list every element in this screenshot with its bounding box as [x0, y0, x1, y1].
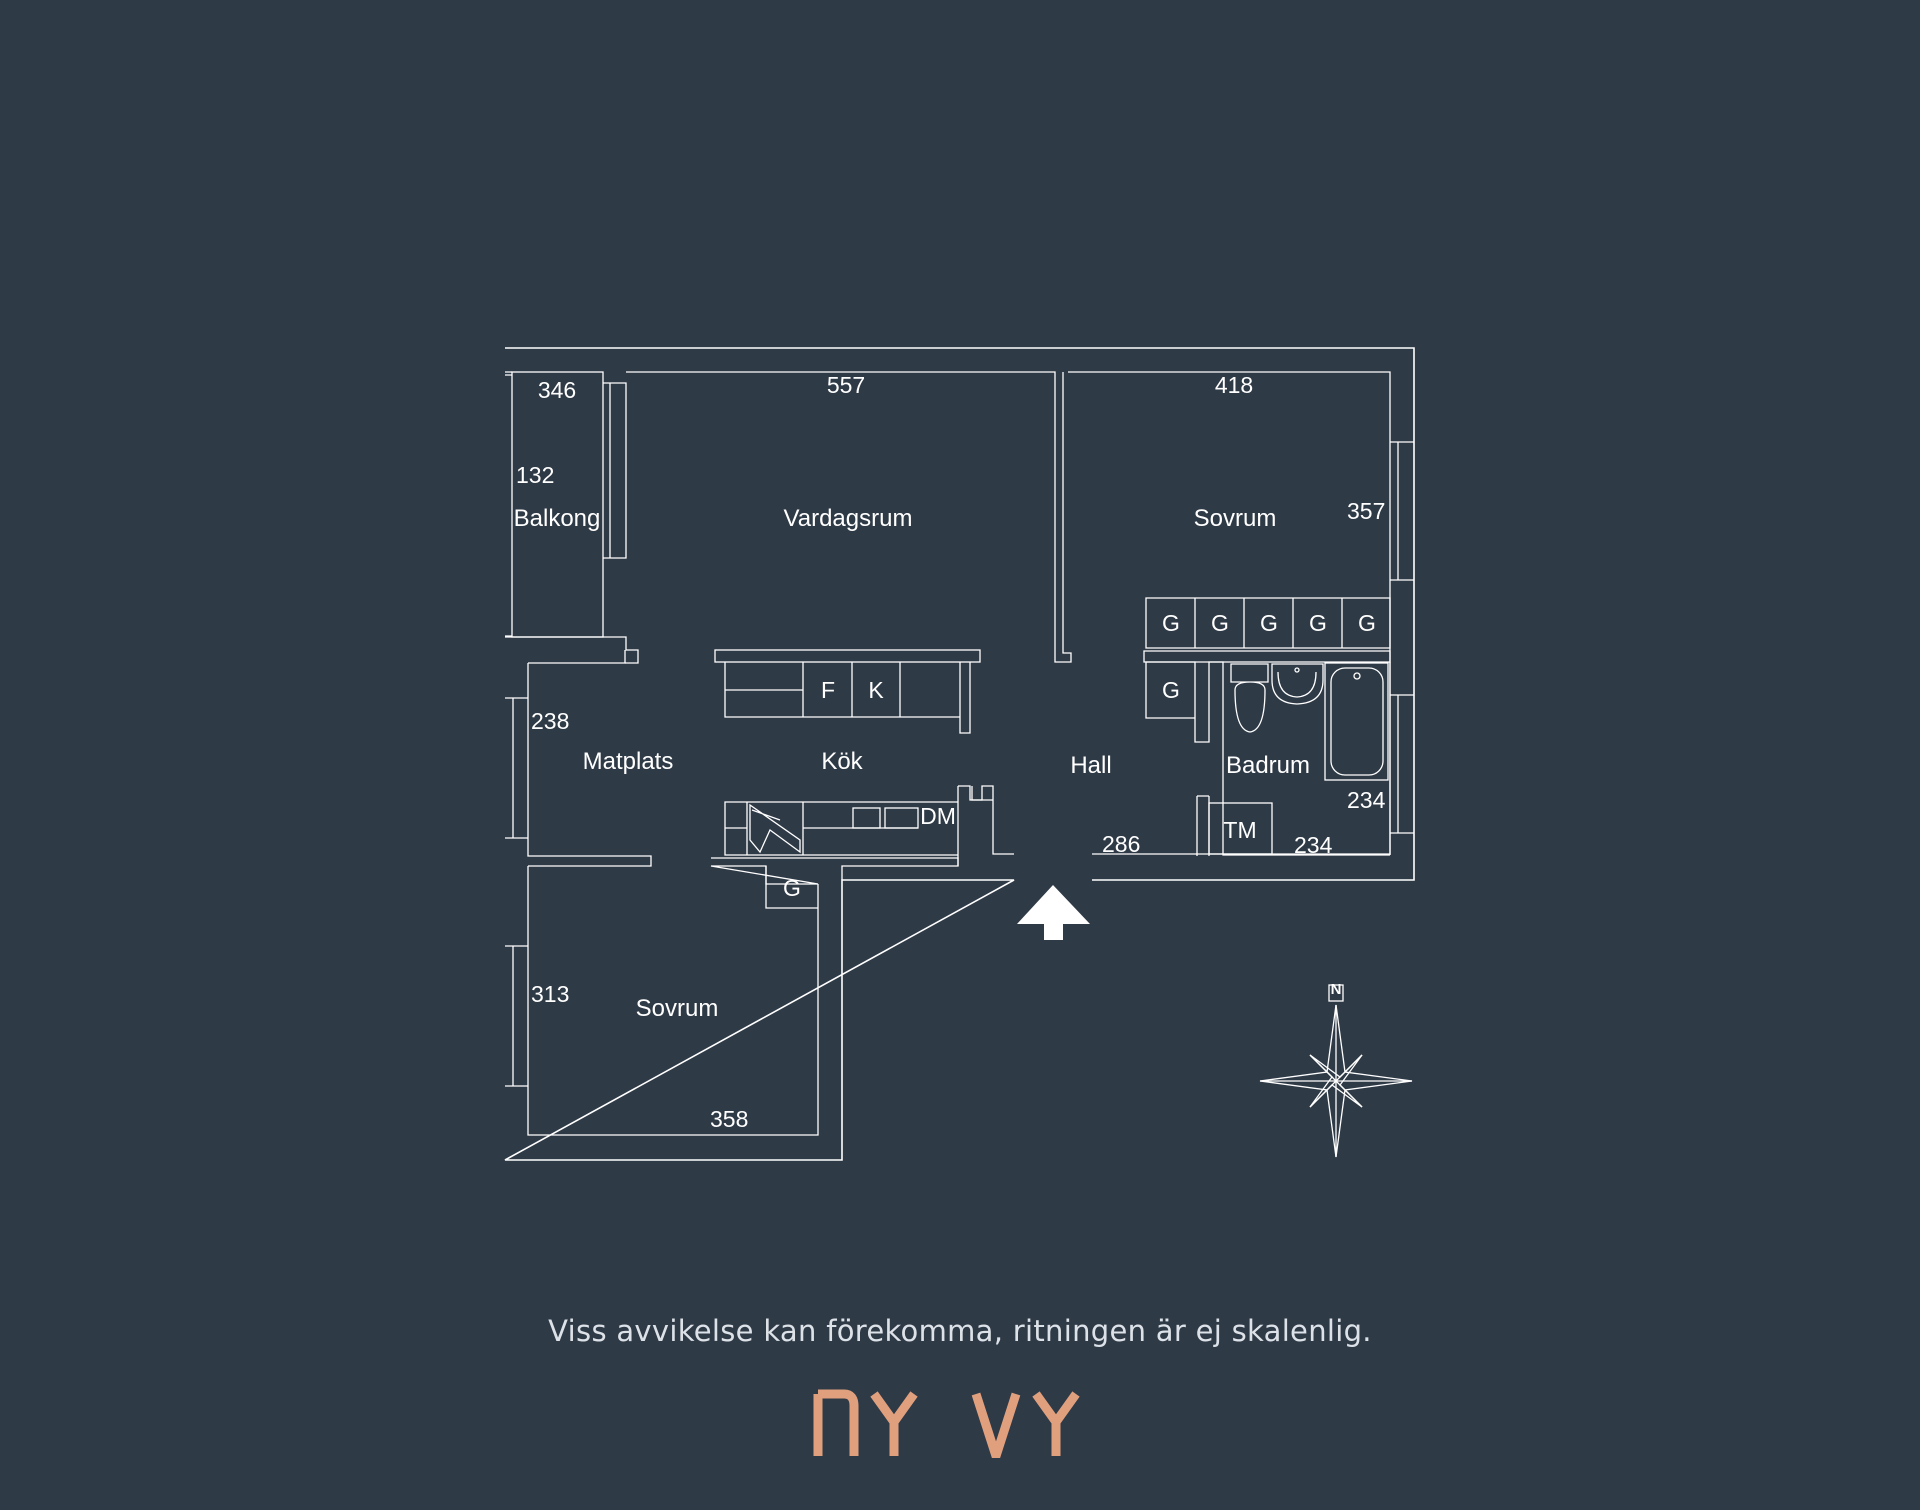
balcony-wall: [505, 371, 639, 664]
compass-icon: [1259, 984, 1413, 1158]
wardrobe-label: G: [783, 875, 801, 901]
wardrobe-label: G: [1309, 610, 1327, 636]
room-label-dining: Matplats: [583, 748, 674, 775]
washer-label: TM: [1223, 817, 1256, 843]
wardrobe-row: [1145, 597, 1391, 649]
washer-box: [1208, 802, 1273, 855]
freezer-label: K: [868, 677, 884, 703]
bedroom-wall: [527, 866, 819, 1136]
kitchen-wall: [958, 785, 993, 801]
toilet-icon: [1230, 663, 1269, 733]
window: [1390, 441, 1414, 581]
room-label-kitchen: Kök: [821, 748, 863, 775]
window: [1390, 694, 1414, 834]
wardrobe-label: G: [1162, 677, 1180, 703]
dimension-label: 238: [531, 708, 569, 734]
kitchen-counter-bottom: [724, 786, 959, 866]
sink-bowl: [852, 807, 881, 829]
stove-icon: [749, 803, 801, 854]
dimension-label: 357: [1347, 498, 1385, 524]
inner-wall: [626, 371, 1072, 663]
room-label-living-room: Vardagsrum: [784, 505, 913, 532]
dimension-label: 234: [1347, 787, 1386, 813]
closet-bedroom: [765, 866, 818, 909]
bathroom-wall: [1208, 661, 1390, 856]
fridge-label: F: [821, 677, 835, 703]
window: [505, 374, 512, 637]
kitchen-counter-top: [724, 662, 971, 734]
dimension-label: 313: [531, 981, 569, 1007]
wardrobe-label: G: [1211, 610, 1229, 636]
dimension-label: 358: [710, 1106, 748, 1132]
wardrobe-label: G: [1358, 610, 1376, 636]
hall-wardrobe: [1145, 661, 1210, 743]
dishwasher-label: DM: [920, 803, 956, 829]
sink-bowl: [884, 807, 919, 829]
wardrobe-label: G: [1260, 610, 1278, 636]
tap-icon: [1294, 667, 1300, 673]
room-label-bedroom-right: Sovrum: [1194, 505, 1277, 532]
bathtub-inner: [1330, 667, 1384, 776]
dimension-label: 346: [538, 377, 576, 403]
dimension-label: 557: [827, 372, 865, 398]
window: [505, 697, 528, 839]
disclaimer-text: Viss avvikelse kan förekomma, ritningen …: [548, 1314, 1372, 1348]
compass-north-label: N: [1331, 981, 1342, 998]
drain-icon: [1353, 672, 1361, 680]
wall-bedroom-hall: [1143, 650, 1391, 663]
wardrobe-label: G: [1162, 610, 1180, 636]
window: [505, 945, 528, 1087]
room-label-balcony: Balkong: [514, 505, 601, 532]
brand-logo: [813, 1389, 1080, 1458]
kitchen-counter-top: [714, 649, 981, 663]
outer-wall: [504, 347, 1415, 1161]
sink-icon: [1271, 663, 1324, 705]
room-label-hall: Hall: [1070, 752, 1111, 779]
entrance-arrow-icon: [1017, 885, 1090, 940]
dimension-label: 234: [1294, 832, 1333, 858]
room-label-bathroom: Badrum: [1226, 752, 1310, 779]
room-label-bedroom-left: Sovrum: [636, 995, 719, 1022]
dimension-label: 418: [1215, 372, 1253, 398]
bathtub-icon: [1324, 662, 1389, 781]
balcony-door-frame: [603, 382, 627, 559]
bathroom-wall: [1196, 795, 1210, 856]
dimension-label: 132: [516, 462, 554, 488]
dimension-label: 286: [1102, 831, 1140, 857]
